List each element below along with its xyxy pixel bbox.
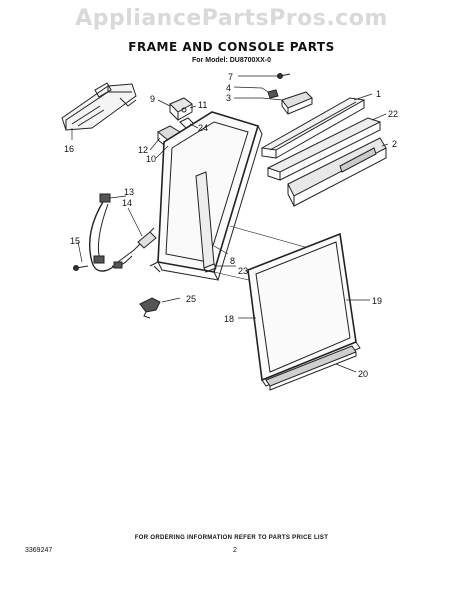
part-15-screw [73, 265, 89, 271]
callout-1: 1 [376, 89, 381, 99]
callout-19: 19 [372, 296, 382, 306]
callout-13: 13 [124, 187, 134, 197]
model-subtitle: For Model: DU8700XX-0 [192, 57, 271, 64]
callout-12: 12 [138, 145, 148, 155]
part-23-trim-strip [195, 171, 217, 273]
callout-2: 2 [392, 139, 397, 149]
document-number: 3369247 [25, 547, 53, 554]
part-16-console-bracket [61, 82, 137, 131]
part-22-panel-insert [266, 117, 382, 181]
callout-10: 10 [146, 154, 156, 164]
part-3-latch [281, 91, 313, 115]
callout-11: 11 [198, 100, 207, 110]
page-title: FRAME AND CONSOLE PARTS [128, 40, 335, 54]
callout-9: 9 [150, 94, 155, 104]
callout-3: 3 [226, 93, 231, 103]
part-19-outer-door-panel [247, 232, 361, 387]
callout-24: 24 [198, 123, 208, 133]
part-2-control-panel [287, 137, 387, 207]
callout-25: 25 [186, 294, 196, 304]
part-25-hinge-clip [139, 297, 161, 319]
part-1-console-panel [260, 97, 366, 159]
ordering-note: FOR ORDERING INFORMATION REFER TO PARTS … [134, 535, 329, 541]
callout-16: 16 [64, 144, 74, 154]
callout-23: 23 [238, 266, 248, 276]
callout-22: 22 [388, 109, 398, 119]
watermark: AppliancePartsPros.com [75, 6, 388, 31]
callout-18: 18 [224, 314, 234, 324]
callout-7: 7 [228, 72, 233, 82]
part-4-nut [267, 89, 279, 99]
part-14-switch-connector [137, 227, 157, 249]
page-number: 2 [233, 547, 237, 554]
part-9-switch [169, 97, 193, 121]
callout-8: 8 [230, 256, 235, 266]
part-13-wiring-harness [89, 193, 147, 272]
callout-20: 20 [358, 369, 368, 379]
part-20-bottom-trim [265, 345, 357, 391]
callout-14: 14 [122, 198, 132, 208]
callout-4: 4 [226, 83, 231, 93]
callout-15: 15 [70, 236, 80, 246]
